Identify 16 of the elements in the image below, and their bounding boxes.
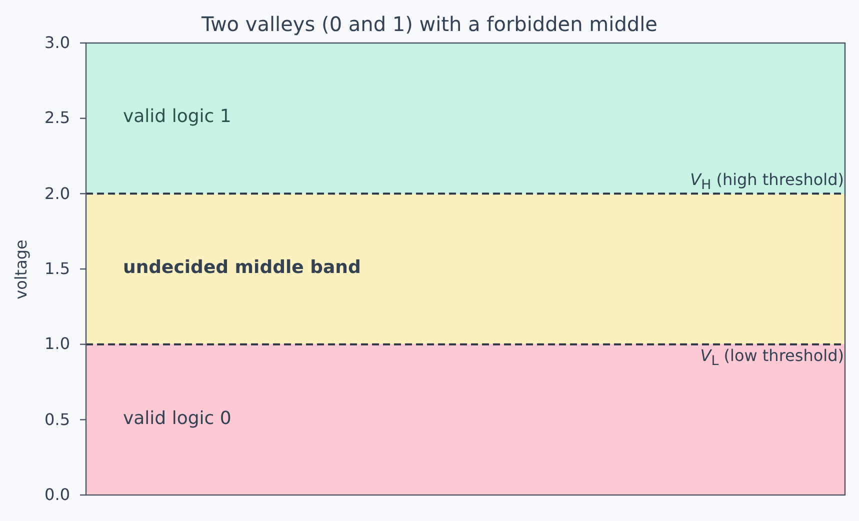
threshold-label: V$_{H}$ (high threshold) bbox=[690, 170, 844, 193]
tick-label: 2.0 bbox=[44, 184, 70, 203]
band-label: valid logic 1 bbox=[123, 106, 232, 128]
band-region bbox=[86, 43, 845, 194]
band-region bbox=[86, 344, 845, 495]
chart-title: Two valleys (0 and 1) with a forbidden middle bbox=[200, 12, 658, 36]
axis-title: voltage bbox=[11, 240, 30, 300]
band-label: undecided middle band bbox=[123, 256, 361, 278]
tick-label: 1.0 bbox=[44, 334, 70, 354]
threshold-label: V$_{L}$ (low threshold) bbox=[700, 346, 844, 370]
band-region bbox=[86, 194, 845, 344]
band-label: valid logic 0 bbox=[123, 408, 232, 429]
tick-label: 0.5 bbox=[44, 410, 70, 429]
tick-label: 0.0 bbox=[44, 485, 70, 504]
tick-label: 2.5 bbox=[44, 108, 70, 128]
tick-label: 3.0 bbox=[44, 32, 70, 52]
